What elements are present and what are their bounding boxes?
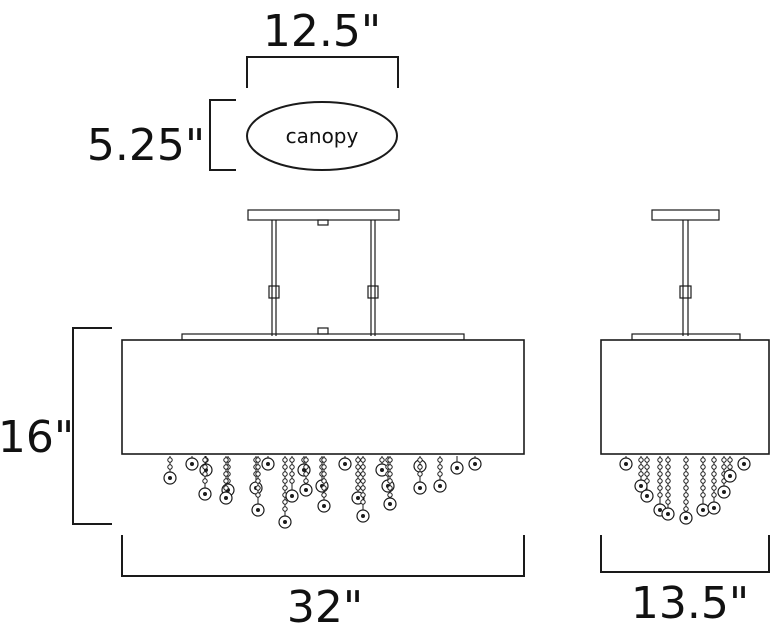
crystal-strand <box>163 456 177 485</box>
crystal-strand <box>433 456 447 493</box>
crystal-strand <box>251 456 265 517</box>
canopy-width-bracket <box>246 56 399 88</box>
crystal-strand <box>679 456 693 525</box>
crystal-strand <box>619 456 633 471</box>
crystal-strand <box>338 456 352 471</box>
fixture-depth-bracket <box>600 535 770 573</box>
crystal-strand <box>707 456 721 515</box>
crystal-strand <box>221 456 235 497</box>
crystal-strand <box>375 456 389 477</box>
crystal-strand <box>299 456 313 497</box>
crystal-strand <box>198 456 212 501</box>
crystal-strand <box>185 456 199 471</box>
canopy-width-label: 12.5" <box>263 6 381 57</box>
crystal-strand <box>285 456 299 503</box>
crystal-strand <box>413 456 427 495</box>
fixture-height-bracket <box>72 327 112 525</box>
canopy-shape <box>246 101 398 171</box>
crystal-strand <box>717 456 731 499</box>
crystal-strand <box>723 456 737 483</box>
crystal-strand <box>696 456 710 517</box>
crystal-strand <box>261 456 275 471</box>
crystal-strand <box>356 456 370 523</box>
crystal-strand <box>653 456 667 517</box>
crystal-strand <box>383 456 397 511</box>
front-drum-shade <box>121 339 525 455</box>
side-view-fixture <box>600 209 770 455</box>
crystal-strand <box>468 456 482 471</box>
fixture-height-label: 16" <box>0 412 74 463</box>
crystal-strand <box>317 456 331 513</box>
fixture-depth-label: 13.5" <box>631 578 749 629</box>
front-view-fixture <box>121 209 525 455</box>
crystal-strand <box>219 456 233 505</box>
crystal-strand <box>661 456 675 521</box>
fixture-width-bracket <box>121 535 525 577</box>
front-crystals <box>163 456 482 529</box>
fixture-width-label: 32" <box>287 582 363 633</box>
crystal-strand <box>450 456 464 475</box>
crystal-strand <box>634 456 648 493</box>
crystal-strand <box>640 456 654 503</box>
canopy-height-bracket <box>209 99 236 171</box>
crystal-strand <box>737 456 751 471</box>
canopy-height-label: 5.25" <box>87 120 205 171</box>
side-drum-shade <box>600 339 770 455</box>
side-crystals <box>619 456 751 525</box>
canopy-label: canopy <box>286 124 359 148</box>
